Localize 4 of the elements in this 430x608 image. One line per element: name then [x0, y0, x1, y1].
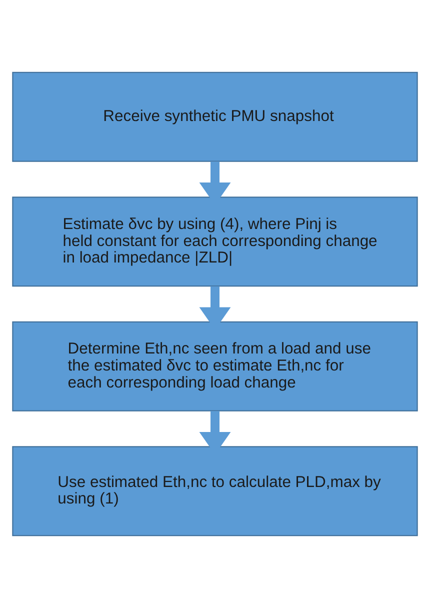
node-box: Use estimated Eth,nc to calculate PLD,max by using (1)	[12, 446, 418, 536]
node-box: Determine Eth,nc seen from a load and use the estimated δvc to estimate Eth,nc for each corresponding load change	[12, 321, 418, 412]
node-box: Estimate δvc by using (4), where Pinj is held constant for each corresponding change in load impedance |ZLD|	[12, 196, 418, 287]
node-box: Receive synthetic PMU snapshot	[12, 72, 418, 162]
